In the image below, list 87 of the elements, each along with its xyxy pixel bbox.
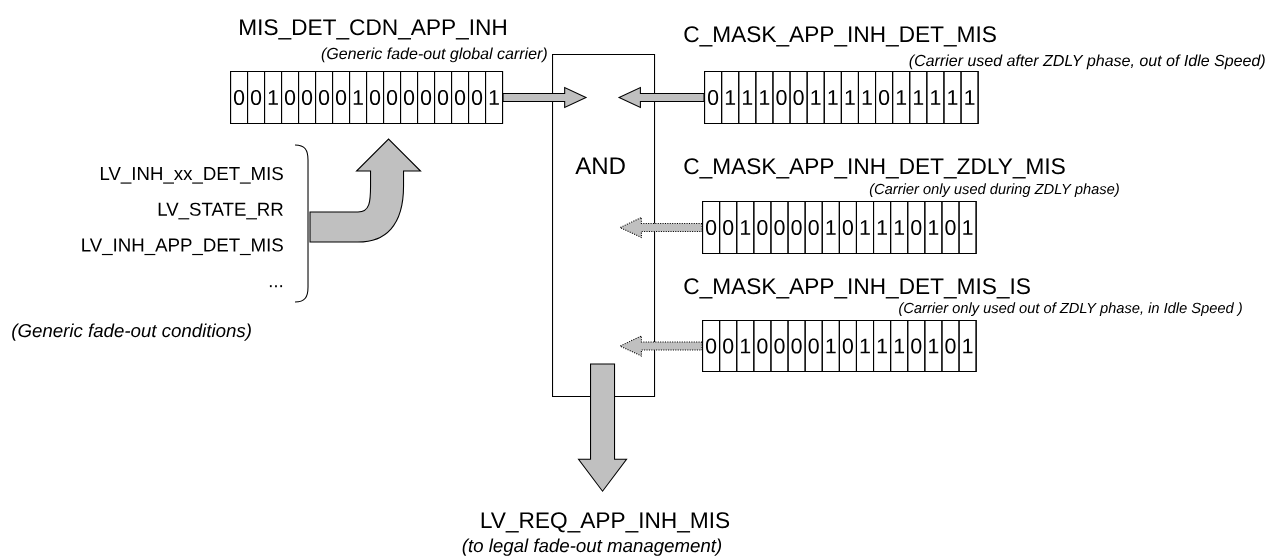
bit-cell: 1: [755, 71, 774, 125]
bit-cell: 0: [719, 320, 738, 373]
bit-cell: 0: [787, 320, 806, 373]
bit-cell: 1: [736, 201, 755, 255]
bit-cell: 1: [873, 320, 892, 373]
bit-cell: 0: [247, 71, 266, 125]
bit-cell: 0: [702, 201, 721, 255]
bit-cell: 1: [738, 71, 757, 125]
bit-cell: 1: [840, 71, 859, 125]
bit-cell: 1: [892, 71, 911, 125]
bit-cell: 0: [804, 201, 823, 255]
bit-cell: 0: [875, 71, 894, 125]
bit-cell: 1: [264, 71, 283, 125]
bit-cell: 1: [960, 71, 979, 125]
description-text: (Carrier used after ZDLY phase, out of Idle Speed): [909, 54, 1265, 70]
bit-cell: 0: [281, 71, 300, 125]
bit-cell: 1: [823, 71, 842, 125]
bit-cell: 1: [855, 320, 875, 373]
bit-cell: 1: [349, 71, 368, 125]
bit-cell: 1: [890, 320, 909, 373]
bit-cell: 0: [753, 201, 772, 255]
bit-cell: 0: [770, 320, 789, 373]
bit-cell: 1: [943, 71, 962, 125]
signal-name: LV_REQ_APP_INH_MIS: [481, 512, 730, 533]
bit-cell: 0: [772, 71, 791, 125]
bit-cell: 0: [298, 71, 317, 125]
bit-cell: 0: [704, 71, 723, 125]
bit-cell: 1: [821, 320, 840, 373]
bit-cell: 0: [315, 71, 334, 125]
description-text: (to legal fade-out management): [462, 538, 722, 556]
bit-cell: 1: [909, 71, 928, 125]
block-arrow: [502, 86, 588, 109]
bit-cell: 1: [721, 71, 740, 125]
register-name: C_MASK_APP_INH_DET_MIS: [684, 26, 996, 47]
bit-cell: 0: [451, 71, 470, 125]
bit-cell: 0: [789, 71, 808, 125]
condition-list: LV_INH_xx_DET_MIS LV_STATE_RR LV_INH_APP_DET_MIS ...: [82, 166, 283, 288]
register-name: C_MASK_APP_INH_DET_MIS_IS: [684, 278, 1030, 299]
description-text: (Carrier only used during ZDLY phase): [869, 183, 1119, 198]
node-label: LV_INH_APP_DET_MIS: [82, 238, 283, 256]
bit-cell: 1: [857, 71, 877, 125]
bit-cell: 1: [485, 71, 504, 125]
bit-cell: 1: [821, 201, 840, 255]
bit-cell: 1: [924, 201, 943, 255]
bit-cell: 0: [838, 320, 857, 373]
bit-cell: 1: [958, 320, 977, 373]
block-arrow: [618, 335, 703, 357]
bit-cell: 0: [383, 71, 402, 125]
bit-cell: 0: [804, 320, 823, 373]
bit-cell: 0: [753, 320, 772, 373]
description-text: (Generic fade-out global carrier): [321, 47, 547, 63]
bit-cell: 1: [890, 201, 909, 255]
node-label: LV_STATE_RR: [158, 202, 283, 220]
bit-cell: 0: [366, 71, 385, 125]
bit-cell: 0: [787, 201, 806, 255]
block-arrow: [618, 216, 703, 239]
node-label: ...: [269, 285, 283, 288]
bit-cell: 0: [702, 320, 721, 373]
bit-cell: 0: [417, 71, 436, 125]
gate-label: AND: [575, 157, 625, 174]
bit-cell: 0: [770, 201, 789, 255]
bit-cell: 1: [924, 320, 943, 373]
bit-cell: 1: [873, 201, 892, 255]
description-text: (Carrier only used out of ZDLY phase, in Idle Speed ): [899, 302, 1242, 317]
register-name: MIS_DET_CDN_APP_INH: [240, 19, 506, 40]
bit-cell: 0: [907, 201, 926, 255]
node-label: LV_INH_xx_DET_MIS: [100, 166, 283, 184]
bit-cell: 0: [468, 71, 487, 125]
bit-cell: 1: [855, 201, 875, 255]
block-arrow: [577, 363, 628, 493]
bit-cell: 0: [332, 71, 351, 125]
bit-cell: 0: [230, 71, 249, 125]
bit-cell: 0: [400, 71, 419, 125]
register-name: C_MASK_APP_INH_DET_ZDLY_MIS: [684, 158, 1065, 179]
bit-cell: 0: [719, 201, 738, 255]
bit-cell: 1: [736, 320, 755, 373]
bit-cell: 0: [434, 71, 453, 125]
description-text: (Generic fade-out conditions): [12, 323, 251, 341]
curved-block-arrow: [309, 138, 422, 243]
bit-cell: 0: [941, 320, 960, 373]
bit-cell: 0: [907, 320, 926, 373]
bit-cell: 0: [941, 201, 960, 255]
block-arrow: [617, 86, 705, 109]
bit-cell: 1: [958, 201, 977, 255]
bit-cell: 1: [926, 71, 945, 125]
bit-cell: 1: [806, 71, 825, 125]
bit-cell: 0: [838, 201, 857, 255]
